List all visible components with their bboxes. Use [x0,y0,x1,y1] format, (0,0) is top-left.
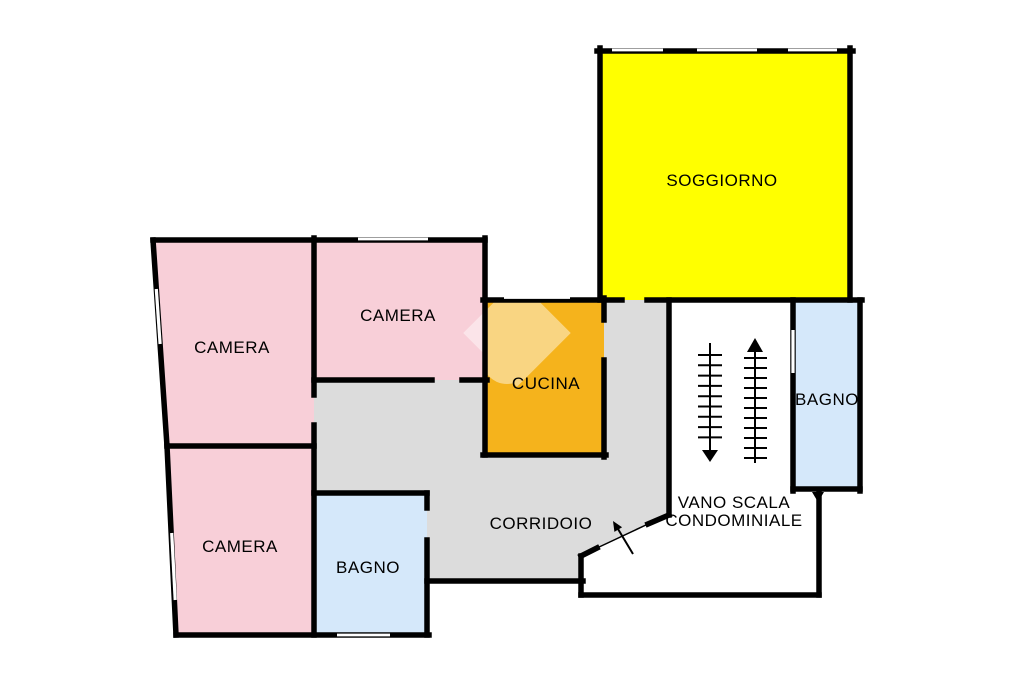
room-camera-n [314,240,485,380]
vano-scala-line1: VANO SCALA [677,493,791,512]
room-soggiorno [600,51,850,300]
room-label-bagno-e: BAGNO [795,390,859,409]
room-camera-sw [167,446,314,635]
landing-corner-mark [812,492,824,502]
stairs-down-run [698,343,722,462]
house-watermark-icon [463,279,571,387]
room-corridoio [314,300,669,581]
room-bagno-e [793,302,860,489]
room-label-corridoio: CORRIDOIO [489,514,593,533]
entrance-door-arrow [613,521,634,555]
room-label-cucina: CUCINA [511,374,581,393]
room-label-camera-n: CAMERA [360,306,436,325]
vano-scala-line2: CONDOMINIALE [665,511,803,530]
room-label-camera-sw: CAMERA [202,537,278,556]
room-camera-nw [153,240,314,446]
room-cucina [485,300,604,455]
stairs-up-run [744,338,767,463]
room-bagno-w [314,493,427,635]
room-label-bagno-w: BAGNO [336,558,400,577]
windows [154,48,837,637]
room-label-vano-scala: VANO SCALA CONDOMINIALE [665,494,802,530]
room-label-soggiorno: SOGGIORNO [666,171,778,190]
room-label-camera-nw: CAMERA [194,338,270,357]
